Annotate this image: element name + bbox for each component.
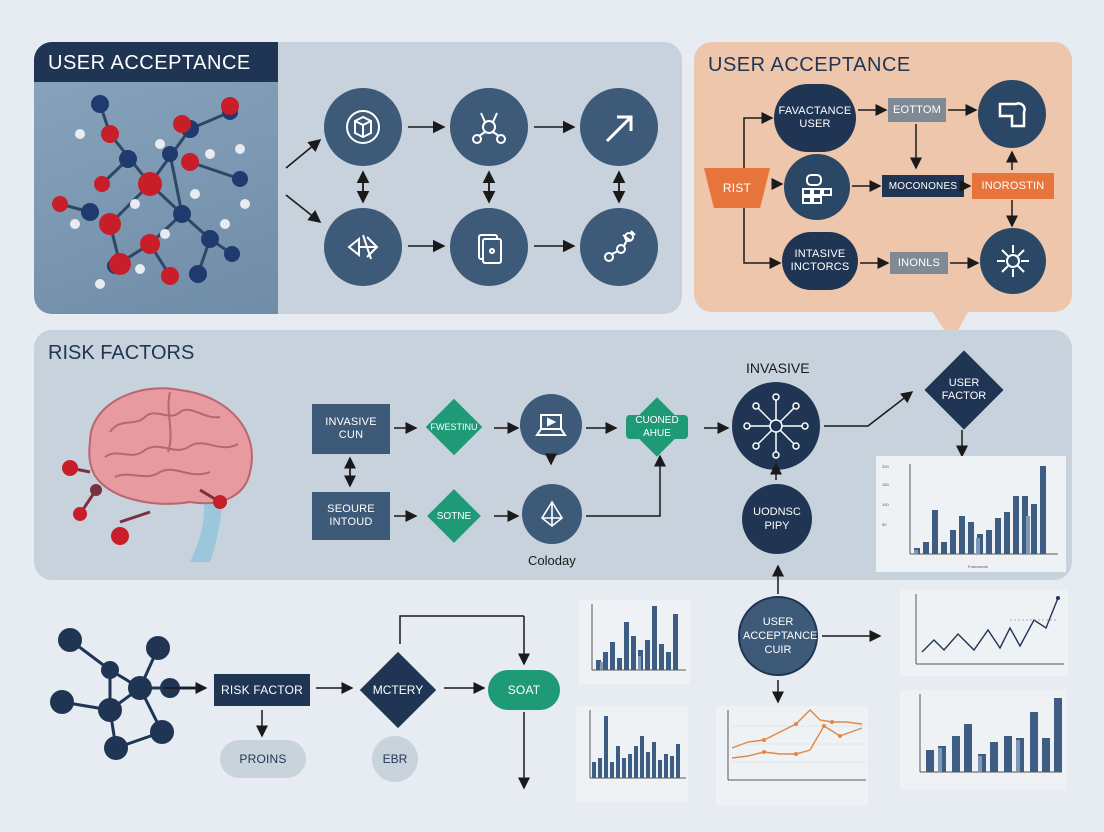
molecule-node-circle bbox=[580, 208, 658, 286]
top-left-title bbox=[34, 42, 278, 82]
intasive-inctorcs-node: INTASIVE INCTORCS bbox=[782, 232, 858, 290]
database-icon bbox=[802, 174, 832, 204]
share-node-circle bbox=[324, 208, 402, 286]
moconones-node: MOCONONES bbox=[882, 175, 964, 197]
laptop-icon bbox=[535, 414, 567, 436]
risk-factor-node: RISK FACTOR bbox=[214, 674, 310, 706]
proins-node: PROINS bbox=[220, 740, 306, 778]
bottom-network bbox=[50, 628, 200, 760]
ebr-node: EBR bbox=[372, 736, 418, 782]
database-node-circle bbox=[784, 154, 850, 220]
invasive-label: INVASIVE bbox=[746, 360, 810, 376]
cuoned-ahue-node: CUONED AHUE bbox=[618, 397, 696, 457]
molecule-icon bbox=[604, 230, 636, 262]
molecule-illustration bbox=[52, 95, 250, 289]
trend-arrow-icon bbox=[605, 115, 633, 143]
svg-text:50: 50 bbox=[882, 522, 887, 527]
top-left-arrows bbox=[285, 120, 626, 253]
user-factor-node: USER FACTOR bbox=[918, 350, 1010, 430]
uodnsc-pipy-node: UODNSC PIPY bbox=[742, 484, 812, 554]
mctery-node: MCTERY bbox=[356, 650, 440, 730]
chart-line-bottom-right bbox=[900, 590, 1068, 676]
graph-node-circle bbox=[522, 484, 582, 544]
invasive-cun-node: INVASIVE CUN bbox=[312, 404, 390, 454]
chart-bar-bottom-a bbox=[578, 600, 690, 684]
soat-node: SOAT bbox=[488, 670, 560, 710]
top-right-arrows bbox=[743, 104, 1018, 269]
chart-bar-bottom-b bbox=[576, 706, 688, 802]
bottom-arrows bbox=[164, 564, 882, 790]
arrow-node-circle bbox=[580, 88, 658, 166]
seoure-intoud-node: SEOURE INTOUD bbox=[312, 492, 390, 540]
radial-network-icon bbox=[743, 393, 809, 459]
middle-title: RISK FACTORS bbox=[48, 342, 195, 364]
puzzle-node-circle bbox=[978, 80, 1046, 148]
network-icon bbox=[472, 112, 506, 144]
rist-node bbox=[704, 168, 770, 208]
speech-tail bbox=[930, 308, 970, 342]
fwestinu-node: FWESTINU bbox=[418, 398, 490, 456]
laptop-node-circle bbox=[520, 394, 582, 456]
sotne-node: SOTNE bbox=[420, 488, 488, 544]
top-right-title: USER ACCEPTANCE bbox=[708, 54, 911, 76]
inonls-node: INONLS bbox=[890, 252, 948, 274]
chart-line-bottom-center bbox=[716, 706, 868, 806]
svg-text:Framework: Framework bbox=[968, 564, 988, 569]
svg-text:150: 150 bbox=[882, 482, 889, 487]
brain-node-circle bbox=[980, 228, 1046, 294]
user-acceptance-cuir-node: USER ACCEPTANCE CUIR bbox=[738, 596, 818, 676]
cube-node-circle bbox=[324, 88, 402, 166]
invasive-hub-circle bbox=[732, 382, 820, 470]
document-icon bbox=[478, 234, 502, 264]
graph-icon bbox=[540, 500, 564, 528]
coloday-label: Coloday bbox=[528, 553, 576, 568]
favactance-user-node: FAVACTANCE USER bbox=[774, 84, 856, 152]
brain-illustration bbox=[62, 387, 253, 562]
puzzle-icon bbox=[998, 102, 1026, 128]
network-node-circle bbox=[450, 88, 528, 166]
svg-text:100: 100 bbox=[882, 502, 889, 507]
inorostin-node: INOROSTIN bbox=[972, 173, 1054, 199]
document-node-circle bbox=[450, 208, 528, 286]
svg-text:200: 200 bbox=[882, 464, 889, 469]
share-icon bbox=[347, 234, 379, 260]
chart-bar-bottom-right bbox=[900, 690, 1066, 790]
rist-label: RIST bbox=[722, 180, 752, 195]
neural-icon bbox=[997, 245, 1029, 277]
eottom-node: EOTTOM bbox=[888, 98, 946, 122]
middle-arrows bbox=[344, 391, 968, 522]
cube-icon bbox=[346, 110, 380, 144]
top-left-title-text: USER ACCEPTANCE bbox=[48, 52, 251, 74]
